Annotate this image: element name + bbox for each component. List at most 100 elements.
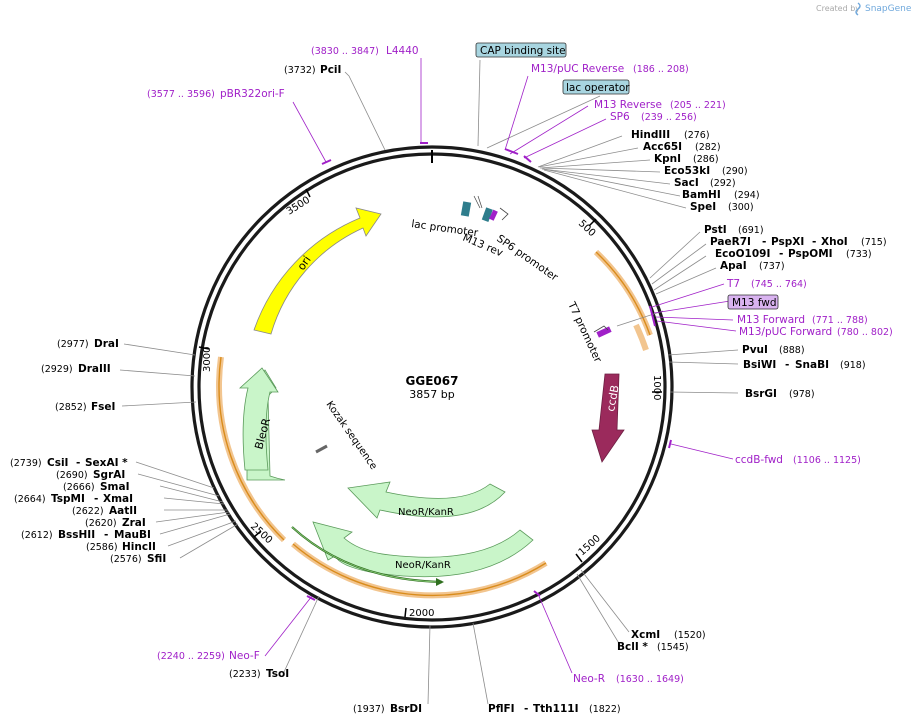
tick-3000: 3000 (202, 347, 213, 372)
m13-rev-name: M13 Reverse (594, 99, 662, 111)
sites-tspmi-name2-label: XmaI (103, 493, 133, 505)
sites-smai-pos-label: (2666) (63, 482, 95, 493)
m13-fwd-box[interactable]: M13 fwd (727, 294, 779, 310)
tick-1500: 1500 (577, 533, 603, 558)
ccdb-label: ccdB (604, 384, 621, 412)
sites-hincii-name-label: HincII (122, 541, 156, 553)
sites-saci-name-label: SacI (674, 177, 699, 189)
sites-bsshii-sep1-label: - (104, 529, 108, 541)
sites-paer7i-sep1-label: - (762, 236, 766, 248)
sites-apai-pos-label: (737) (759, 261, 785, 272)
sites-xcmi-pos-label: (1520) (674, 630, 706, 641)
sites-kpni-pos-label: (286) (693, 154, 719, 165)
sites-eco0109i-name-label: EcoO109I (715, 248, 770, 260)
sp6-promoter-label: SP6 promoter (494, 233, 560, 284)
m13-forward-range: (771 .. 788) (812, 315, 868, 326)
primer-leaders (264, 58, 737, 674)
pbr322-name: pBR322ori-F (220, 88, 285, 100)
sites-smai-name-label: SmaI (100, 481, 130, 493)
sites-csii-sep1-label: - (76, 457, 80, 469)
sites-sgrai-pos-label: (2690) (56, 470, 88, 481)
ccdb-fwd-range: (1106 .. 1125) (793, 455, 861, 466)
plasmid-length: 3857 bp (409, 388, 454, 401)
sites-pflfi-name2-label: Tth111I (533, 703, 578, 715)
neo-r-range: (1630 .. 1649) (616, 674, 684, 685)
sites-bcli-pos-label: (1545) (657, 642, 689, 653)
pbr322-range: (3577 .. 3596) (147, 89, 215, 100)
sites-spei-pos-label: (300) (728, 202, 754, 213)
lac-region-features[interactable] (460, 195, 509, 222)
sites-hindiii-name-label: HindIII (631, 129, 670, 141)
backbone-outer (190, 145, 674, 629)
site-leaders (119, 59, 739, 705)
sites-hindiii-pos-label: (276) (684, 130, 710, 141)
neor-label-2: NeoR/KanR (395, 560, 451, 571)
sites-csii-name2-label: SexAI * (85, 457, 128, 469)
ori-feature[interactable] (253, 207, 382, 335)
sites-acc65i-name-label: Acc65I (643, 141, 682, 153)
sites-pflfi-sep1-label: - (524, 703, 528, 715)
sites-eco53ki-name-label: Eco53kI (664, 165, 710, 177)
sites-sgrai-name-label: SgrAI (93, 469, 125, 481)
sp6-name: SP6 (610, 111, 630, 123)
neo-f-range: (2240 .. 2259) (157, 651, 225, 662)
sites-pvui-name-label: PvuI (742, 344, 768, 356)
sites-bcli-name-label: BclI * (617, 641, 648, 653)
sites-draiii-pos-label: (2929) (41, 364, 73, 375)
sites-paer7i-name2-label: PspXI (771, 236, 804, 248)
sites-paer7i-sep2-label: - (812, 236, 816, 248)
m13-rev-range: (205 .. 221) (670, 100, 726, 111)
sites-bsrgi-name-label: BsrGI (745, 388, 777, 400)
l4440-name: L4440 (386, 45, 419, 57)
sites-hincii-pos-label: (2586) (86, 542, 118, 553)
ccdb-feature[interactable] (591, 373, 625, 463)
sites-bsiwi-pos-label: (918) (840, 360, 866, 371)
sites-bsiwi-name-label: BsiWI (743, 359, 776, 371)
sites-pvui-pos-label: (888) (779, 345, 805, 356)
sites-eco0109i-sep1-label: - (779, 248, 783, 260)
m13-fwd-label: M13 fwd (732, 297, 777, 309)
snapgene-logo: SnapGene (855, 2, 912, 16)
neo-f-name: Neo-F (229, 650, 260, 662)
purple-labels: (3830 .. 3847) L4440 (3577 .. 3596) pBR3… (147, 45, 893, 685)
site-labels: (3732) PciI HindIII (276) Acc65I (282) K… (10, 64, 887, 715)
sites-eco0109i-name2-label: PspOMI (788, 248, 833, 260)
sites-zrai-name-label: ZraI (122, 517, 146, 529)
sites-tsoi-name-label: TsoI (266, 668, 289, 680)
ccdb-fwd-name: ccdB-fwd (735, 454, 783, 466)
sites-acc65i-pos-label: (282) (695, 142, 721, 153)
m13puc-forward-name: M13/pUC Forward (739, 326, 832, 338)
m13-forward-name: M13 Forward (737, 314, 805, 326)
sites-sfii-name-label: SfiI (147, 553, 166, 565)
sites-fsei-pos-label: (2852) (55, 402, 87, 413)
sites-zrai-pos-label: (2620) (85, 518, 117, 529)
sites-bsiwi-name2-label: SnaBI (795, 359, 829, 371)
sites-bsshii-name2-label: MauBI (114, 529, 151, 541)
sites-bsrgi-pos-label: (978) (789, 389, 815, 400)
kozak-label: Kozak sequence (324, 399, 379, 471)
sites-fsei-name-label: FseI (91, 401, 115, 413)
ccdb-region-highlight (593, 249, 653, 337)
cap-binding-box[interactable]: CAP binding site (475, 42, 567, 58)
t7-region-features[interactable] (593, 325, 612, 338)
m13puc-forward-range: (780 .. 802) (837, 327, 893, 338)
lac-operator-box[interactable]: lac operator (562, 79, 630, 95)
sites-spei-name-label: SpeI (690, 201, 716, 213)
sites-saci-pos-label: (292) (710, 178, 736, 189)
lac-operator-label: lac operator (566, 82, 630, 94)
sites-pflfi-pos-label: (1822) (589, 704, 621, 715)
sites-bamhi-pos-label: (294) (734, 190, 760, 201)
sites-pflfi-name-label: PflFI (488, 703, 515, 715)
sites-bsrdi-pos-label: (1937) (353, 704, 385, 715)
sites-bsshii-name-label: BssHII (58, 529, 95, 541)
neor-feature-2[interactable] (312, 521, 534, 578)
sites-psti-pos-label: (691) (738, 225, 764, 236)
t7-name: T7 (726, 278, 740, 290)
neor-feature-1[interactable] (347, 481, 506, 519)
sites-aatii-pos-label: (2622) (72, 506, 104, 517)
sp6-range: (239 .. 256) (641, 112, 697, 123)
sites-draiii-name-label: DraIII (78, 363, 111, 375)
m13puc-rev-range: (186 .. 208) (633, 64, 689, 75)
sites-csii-pos-label: (2739) (10, 458, 42, 469)
sites-psti-name-label: PstI (704, 224, 727, 236)
